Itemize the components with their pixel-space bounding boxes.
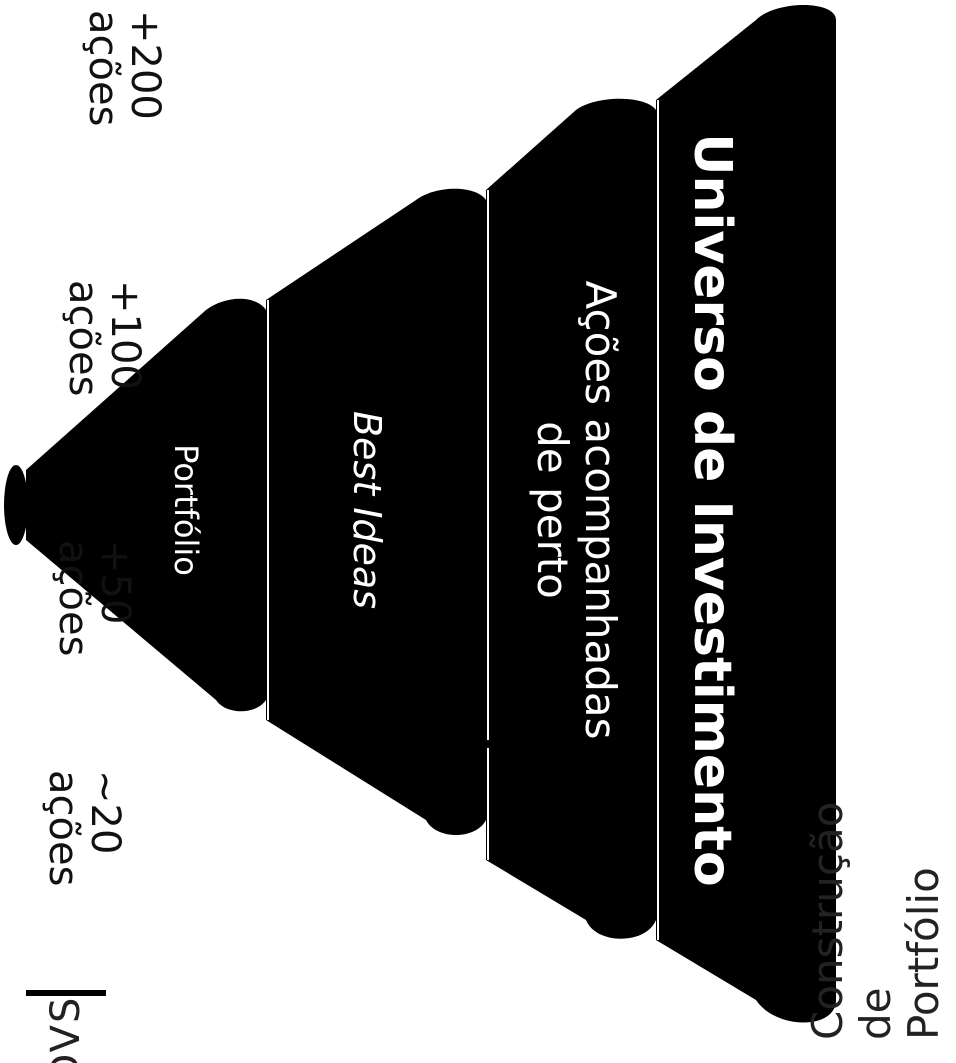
funnel-tip (4, 465, 28, 545)
count-stage-4-unit: ações (40, 770, 86, 887)
count-stage-1-unit: ações (80, 10, 126, 127)
diagram-title-line1: Construção de (802, 801, 900, 1040)
count-stage-3-unit: ações (50, 540, 96, 657)
count-stage-3-value: +50 (92, 540, 138, 625)
count-stage-2-unit: ações (60, 280, 106, 397)
stage-label-portfolio-text: Portfólio (167, 444, 206, 576)
diagram-title: Construção de Portfólio (796, 790, 956, 1040)
stage-label-universo: Universo de Investimento (666, 133, 756, 886)
stage-label-best-ideas: Best Ideas (336, 380, 396, 640)
count-stage-1: +200 ações (80, 10, 168, 127)
count-stage-4-value: ~20 (82, 770, 128, 855)
count-stage-3: +50 ações (50, 540, 138, 657)
count-stage-1-value: +200 (122, 10, 168, 120)
dvs-logo-text: DVS (43, 995, 89, 1063)
count-stage-4: ~20 ações (40, 770, 128, 887)
stage-label-best-ideas-text: Best Ideas (344, 410, 389, 609)
decorative-bar (391, 740, 491, 748)
stage-label-portfolio: Portfólio (156, 400, 216, 620)
stage-label-universo-text: Universo de Investimento (681, 133, 742, 887)
stage-label-acoes-line2: de perto (528, 421, 577, 599)
diagram-title-line2: Portfólio (899, 867, 949, 1040)
count-stage-2: +100 ações (60, 280, 148, 397)
funnel-stage-1 (656, 5, 836, 1023)
logo-underline (26, 990, 106, 996)
funnel-stage-2 (486, 98, 656, 939)
count-stage-2-value: +100 (102, 280, 148, 390)
stage-label-acoes: Ações acompanhadas de perto (496, 281, 656, 740)
funnel-stage-3 (266, 188, 486, 835)
dvs-logo: DVS (16, 996, 116, 1063)
stage-label-acoes-line1: Ações acompanhadas (576, 280, 626, 740)
funnel-stage-4 (26, 298, 266, 712)
